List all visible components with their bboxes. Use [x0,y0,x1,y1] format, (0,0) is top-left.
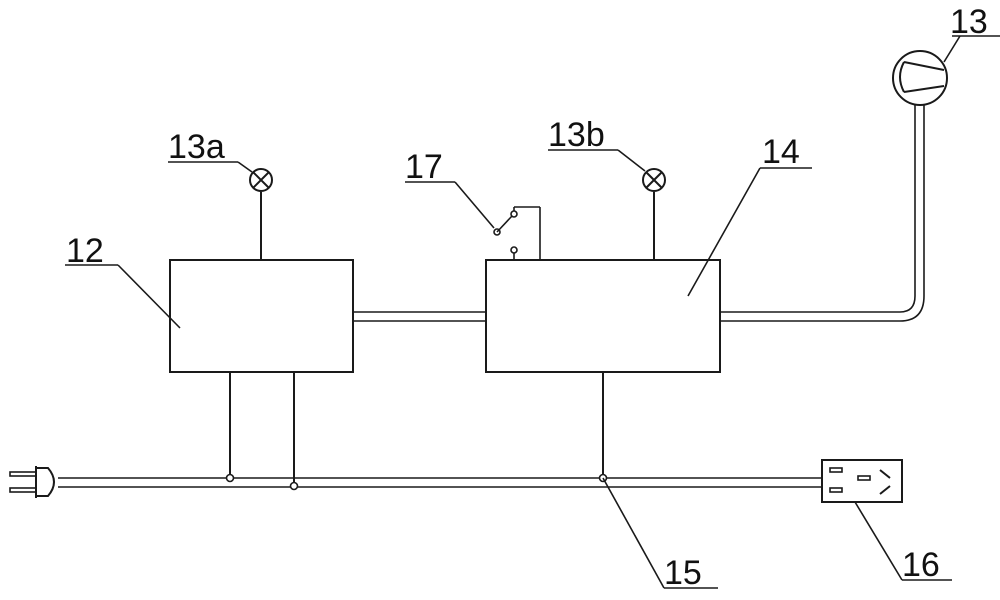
label-14: 14 [762,133,800,171]
leader-13 [943,35,961,63]
junction-1 [225,473,235,483]
lamp-13b-icon [642,168,666,192]
label-13: 13 [950,3,988,41]
label-12: 12 [66,232,104,270]
pump-13-icon [892,50,948,106]
plug-icon [9,466,55,498]
power-cord-15 [58,477,822,488]
leader-15 [602,477,665,589]
label-17: 17 [405,148,443,186]
junction-2 [289,481,299,491]
lamp-13a-icon [249,168,273,192]
switch-17-icon [493,206,541,260]
leader-13a [237,161,253,173]
label-13b: 13b [548,116,605,154]
block-14 [485,259,721,373]
block-12 [169,259,354,373]
label-13a: 13a [168,128,225,166]
leader-16 [854,501,903,581]
leader-14 [687,167,761,297]
cable-14-to-13 [720,105,925,322]
link-12-14 [353,311,486,322]
leader-12 [117,264,181,329]
label-16: 16 [902,546,940,584]
socket-16-icon [821,459,903,503]
label-15: 15 [664,554,702,592]
leader-17 [454,181,495,229]
leader-13b [617,149,646,172]
